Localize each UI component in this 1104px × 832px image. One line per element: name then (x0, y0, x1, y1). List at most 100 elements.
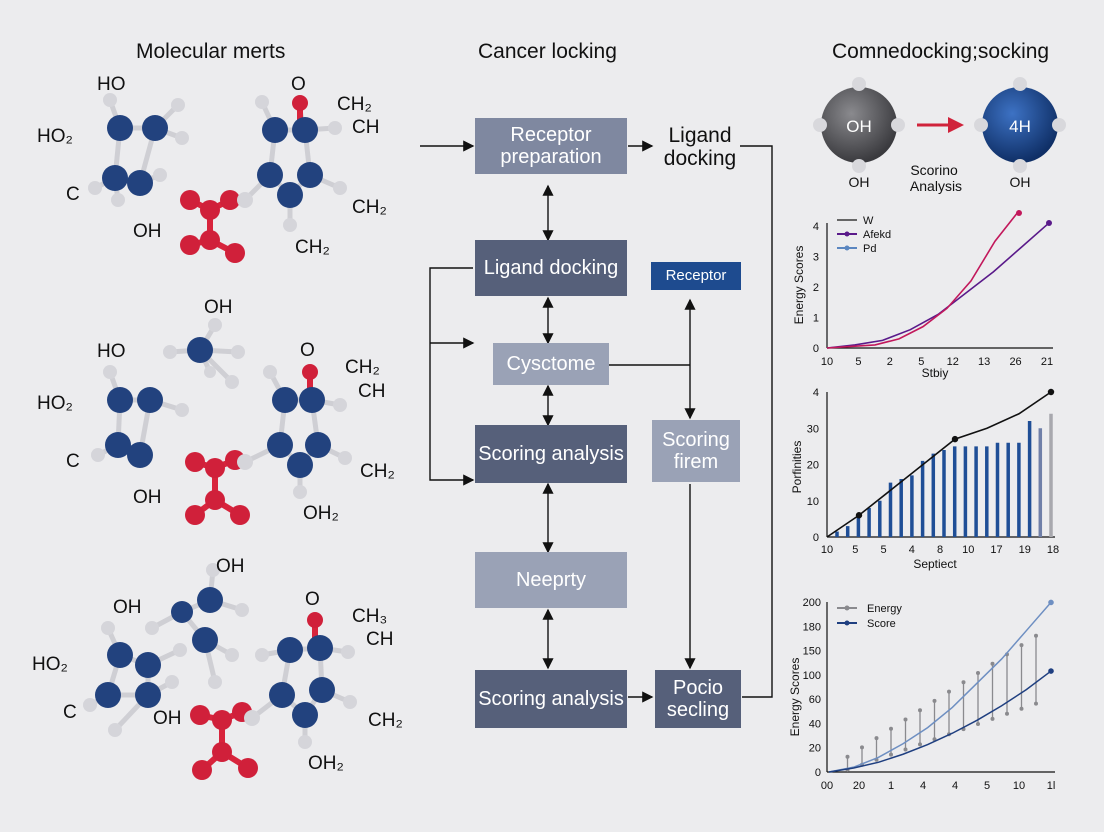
caption-line-2: Analysis (910, 178, 962, 194)
mol1-label-ch2-b: CH₂ (352, 197, 387, 218)
molecules-panel: HO HO₂ C OH O CH₂ CH CH₂ CH₂ (32, 74, 403, 780)
flow-connectors (420, 140, 773, 703)
trend-line (826, 391, 1052, 538)
mol1-label-ho: HO (97, 74, 126, 95)
x-axis-label: Septiect (913, 557, 957, 571)
molecule-3: OH OH HO₂ C OH O CH₃ CH CH₂ OH₂ (32, 556, 403, 780)
right-sphere-label: 4H (1009, 117, 1031, 136)
bar (888, 482, 893, 537)
error-cap (990, 661, 995, 666)
bar (942, 450, 946, 537)
mol3-label-oh-top: OH (216, 556, 245, 577)
mol2-label-oh2: OH₂ (303, 503, 339, 524)
bar (856, 515, 861, 537)
y-axis-label: Energy Scores (788, 658, 802, 737)
error-cap (1019, 643, 1024, 648)
mol2-label-c: C (66, 451, 80, 472)
error-cap (889, 726, 893, 731)
legend-label: W (863, 215, 874, 227)
bar (867, 508, 871, 537)
left-column-title: Molecular merts (136, 40, 286, 63)
trend-point (1047, 388, 1055, 396)
mol1-label-o: O (291, 74, 306, 95)
x-tick-label: 26 (1009, 356, 1021, 368)
bar (910, 475, 914, 537)
scoring-analysis-box-1: Scoring analysis (475, 425, 627, 483)
y-tick-label: 10 (807, 496, 819, 508)
error-cap (845, 754, 850, 759)
bar (1038, 428, 1043, 537)
right-column-title: Comnedocking;socking (832, 40, 1050, 63)
bar (963, 446, 968, 537)
x-tick-label: 10 (1013, 780, 1025, 792)
bar (985, 446, 989, 537)
mol1-label-c: C (66, 184, 80, 205)
scoring-analysis-box-2: Scoring analysis (475, 670, 627, 728)
x-tick-label: 00 (821, 780, 833, 792)
x-tick-label: 5 (855, 356, 861, 368)
bar (920, 460, 925, 537)
bar (899, 479, 903, 537)
bar (952, 446, 957, 537)
series-end-marker (1016, 210, 1022, 216)
trend-point (951, 435, 959, 443)
bar (1006, 442, 1010, 537)
legend-label: Score (867, 618, 896, 630)
y-tick-label: 40 (809, 718, 821, 730)
error-cap (874, 736, 879, 741)
x-tick-label: 1l (1047, 780, 1056, 792)
legend-label: Pd (863, 243, 876, 255)
y-tick-label: 0 (815, 767, 821, 779)
series-line-energy (828, 601, 1052, 773)
x-tick-label: 5 (918, 356, 924, 368)
mol3-label-oh2: OH₂ (308, 753, 344, 774)
x-tick-label: 4 (920, 780, 926, 792)
mol3-label-o: O (305, 589, 320, 610)
x-tick-label: 5 (984, 780, 990, 792)
series-end-marker (1048, 599, 1054, 606)
x-tick-label: 10 (962, 544, 974, 556)
mol2-label-ch: CH (358, 381, 385, 402)
error-cap (947, 689, 951, 694)
red-arrow-icon (917, 117, 964, 133)
y-tick-label: 60 (809, 694, 821, 706)
left-sphere-caption: OH (849, 174, 870, 190)
x-axis-label: Stbiy (922, 366, 949, 380)
y-tick-label: 0 (813, 343, 819, 355)
y-axis-label: Energy Scores (792, 246, 806, 325)
y-tick-label: 2 (813, 282, 819, 294)
mol1-label-oh: OH (133, 221, 162, 242)
mol2-label-ch2-b: CH₂ (360, 461, 395, 482)
y-tick-label: 20 (809, 743, 821, 755)
y-tick-label: 4 (813, 387, 819, 399)
mol1-label-ho2: HO₂ (37, 126, 73, 147)
legend-label: Energy (867, 603, 902, 615)
error-cap (976, 722, 980, 726)
error-cap (932, 698, 937, 703)
x-tick-label: 17 (990, 544, 1002, 556)
legend-marker (844, 245, 850, 251)
bar (974, 446, 978, 537)
mol2-label-oh-top: OH (204, 297, 233, 318)
x-tick-label: 18 (1047, 544, 1059, 556)
y-tick-label: 1 (813, 313, 819, 325)
sphere-diagram: OH OH Scorino Analysis 4H OH (813, 77, 1066, 194)
x-tick-label: 10 (821, 356, 833, 368)
mol2-label-oh: OH (133, 487, 162, 508)
y-tick-label: 3 (813, 252, 819, 264)
error-cap (1005, 711, 1009, 716)
bar (835, 531, 839, 537)
mol2-label-ho2: HO₂ (37, 393, 73, 414)
series-line-w (826, 210, 1020, 349)
mol1-label-ch2-c: CH₂ (295, 237, 330, 258)
error-cap (903, 747, 908, 752)
y-tick-label: 180 (803, 621, 821, 633)
series-line-afekd (826, 222, 1050, 349)
bar (845, 526, 850, 537)
bar (995, 442, 1000, 537)
trend-point (855, 512, 863, 519)
mol3-label-oh-left: OH (113, 597, 142, 618)
mol3-label-ch: CH (366, 629, 393, 650)
